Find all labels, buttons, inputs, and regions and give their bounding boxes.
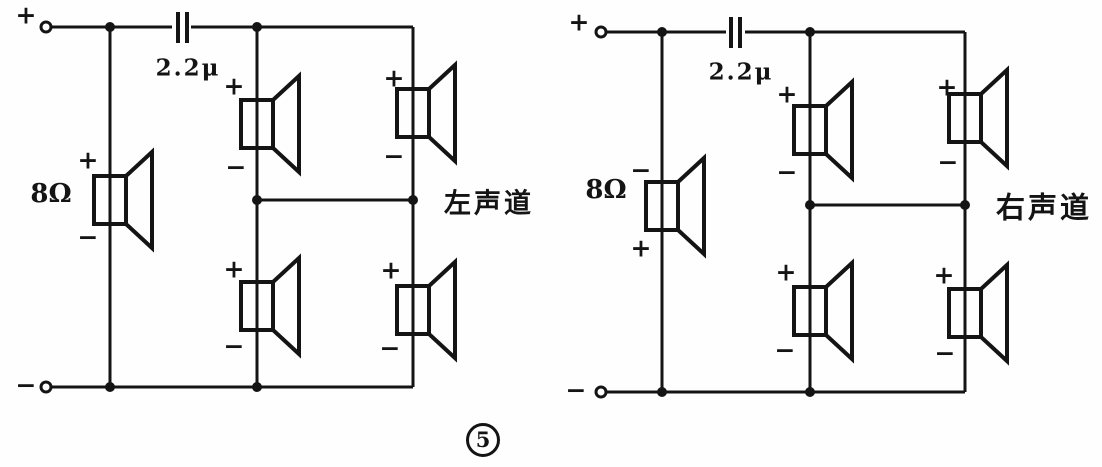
speaker-symbol-main [92, 150, 154, 250]
polarity-sign: + [77, 145, 99, 175]
polarity-sign: + [223, 254, 245, 284]
input-terminal-top [39, 20, 53, 34]
junction-dot [657, 27, 667, 37]
junction-dot [960, 200, 970, 210]
left-channel-label: 左声道 [444, 188, 534, 220]
capacitor-symbol [729, 17, 742, 48]
capacitor-symbol [176, 12, 189, 43]
polarity-sign: − [630, 155, 652, 185]
input-terminal-top [594, 25, 608, 39]
speaker-symbol-mid-bottom [239, 256, 301, 356]
junction-dot [805, 387, 815, 397]
junction-dot [805, 200, 815, 210]
polarity-sign: + [223, 71, 245, 101]
junction-dot [252, 382, 262, 392]
polarity-sign: − [15, 370, 37, 400]
polarity-sign: − [937, 147, 959, 177]
junction-dot [105, 382, 115, 392]
junction-dot [105, 22, 115, 32]
capacitor-value-label: 2.2μ [155, 54, 221, 82]
input-terminal-bottom [594, 385, 608, 399]
right-channel-label: 右声道 [995, 190, 1093, 225]
polarity-sign: + [568, 7, 590, 37]
speaker-symbol-main [644, 156, 706, 256]
junction-dot [805, 27, 815, 37]
polarity-sign: − [565, 375, 587, 405]
speaker-symbol-mid-top [239, 74, 301, 174]
impedance-label: 8Ω [585, 175, 627, 205]
polarity-sign: + [630, 233, 652, 263]
polarity-sign: − [383, 141, 405, 171]
polarity-sign: − [776, 157, 798, 187]
speaker-symbol-right-top [395, 63, 457, 163]
polarity-sign: − [774, 335, 796, 365]
speaker-symbol-right-bottom [395, 260, 457, 360]
speaker-symbol-mid-bottom [792, 261, 854, 361]
polarity-sign: + [933, 260, 955, 290]
polarity-sign: + [15, 0, 37, 30]
right-channel-circuit [594, 17, 1009, 399]
figure-number-badge: 5 [466, 423, 500, 457]
polarity-sign: + [936, 72, 958, 102]
input-terminal-bottom [39, 380, 53, 394]
impedance-label: 8Ω [30, 179, 72, 209]
polarity-sign: − [225, 152, 247, 182]
left-channel-circuit [39, 12, 457, 394]
polarity-sign: − [223, 331, 245, 361]
junction-dot [252, 22, 262, 32]
junction-dot [252, 195, 262, 205]
polarity-sign: + [380, 255, 402, 285]
junction-dot [408, 195, 418, 205]
junction-dot [657, 387, 667, 397]
figure-number: 5 [475, 427, 491, 452]
polarity-sign: − [379, 333, 401, 363]
speaker-symbol-mid-top [792, 80, 854, 180]
polarity-sign: − [934, 338, 956, 368]
polarity-sign: + [775, 257, 797, 287]
polarity-sign: + [776, 79, 798, 109]
polarity-sign: − [77, 222, 99, 252]
speaker-symbol-right-bottom [947, 263, 1009, 363]
capacitor-value-label: 2.2μ [708, 58, 774, 86]
polarity-sign: + [383, 63, 405, 93]
